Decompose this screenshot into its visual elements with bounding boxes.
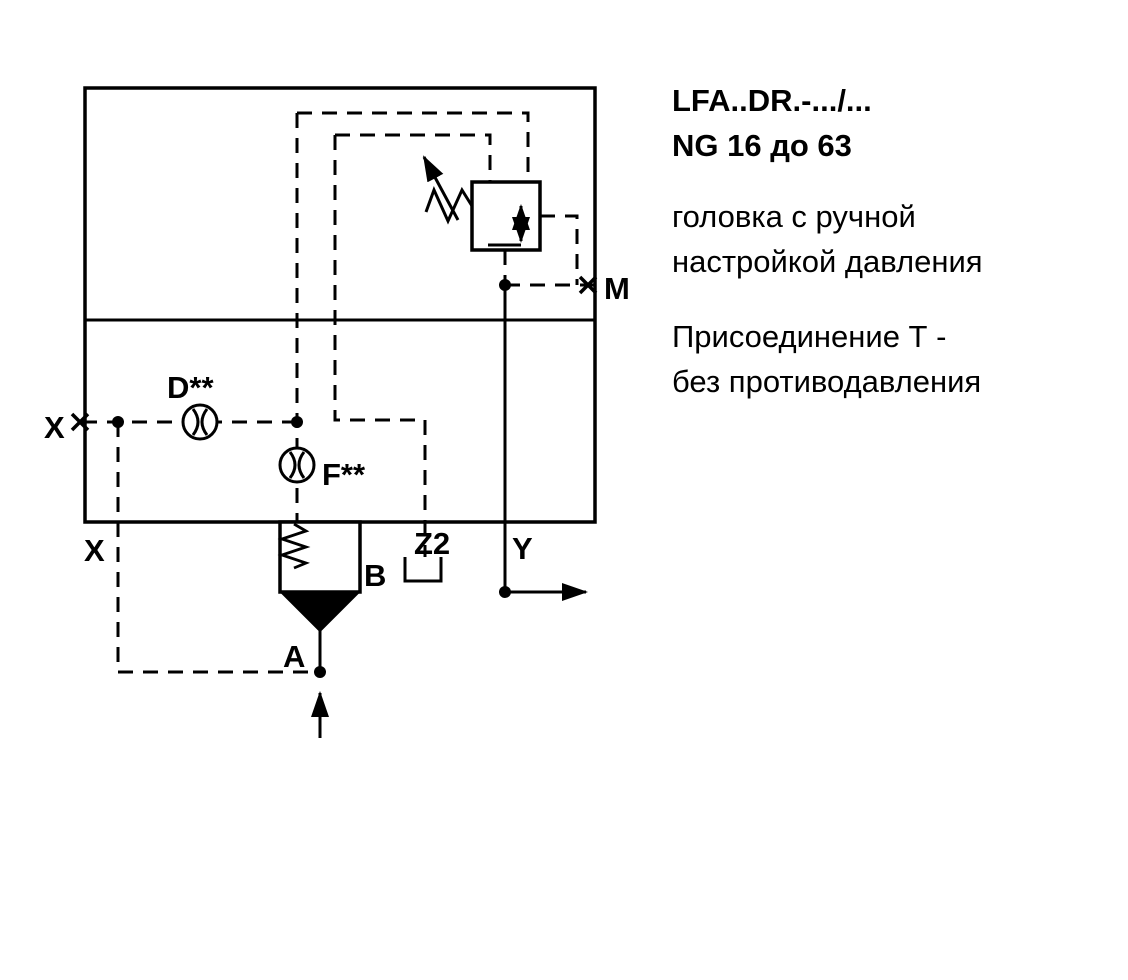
junction-dots <box>112 279 511 678</box>
label-port-x-bottom: X <box>84 533 105 568</box>
label-port-b: B <box>364 558 386 593</box>
note-line-2: без противодавления <box>672 364 982 399</box>
pilot-line-x-to-a <box>116 422 320 674</box>
orifice-f-symbol <box>278 446 316 484</box>
main-flow-lines <box>311 285 588 738</box>
label-port-x-left: X <box>44 410 65 445</box>
junction-dot <box>499 586 511 598</box>
orifice-d-throttle-arc-right <box>200 408 209 436</box>
poppet-seat-triangle <box>278 591 362 633</box>
z2-port-bracket <box>403 557 443 583</box>
junction-dot <box>314 666 326 678</box>
main-poppet-valve-symbol <box>277 520 362 633</box>
relief-valve-body <box>470 180 542 252</box>
main-valve-spring-icon <box>277 522 311 570</box>
note-paragraph: Присоединение Т - без противодавления <box>672 314 1112 404</box>
label-orifice-d: D** <box>167 370 214 405</box>
label-port-a: A <box>283 639 305 674</box>
description-paragraph: головка с ручной настройкой давления <box>672 194 1112 284</box>
orifice-d-symbol <box>181 403 219 441</box>
size-range: NG 16 до 63 <box>672 128 852 163</box>
relief-valve-outlet-line <box>540 214 579 285</box>
junction-dot <box>112 416 124 428</box>
adjustment-arrow-icon <box>422 155 460 221</box>
port-plug-x-icon <box>70 412 90 432</box>
orifice-d-circle <box>181 403 219 441</box>
pilot-line-top-inner <box>335 133 492 182</box>
label-port-z2: Z2 <box>414 526 450 561</box>
label-orifice-f: F** <box>322 457 366 492</box>
orifice-f-circle <box>278 446 316 484</box>
pilot-line-top-outer <box>297 111 530 182</box>
label-port-y: Y <box>512 531 533 566</box>
junction-dot <box>291 416 303 428</box>
adjustable-spring-icon <box>424 186 474 225</box>
junction-dot <box>499 279 511 291</box>
orifice-d-throttle-arc-left <box>191 408 200 436</box>
pilot-relief-valve-symbol <box>422 155 542 252</box>
orifice-f-throttle-arc-left <box>288 451 297 479</box>
x-plug-stroke-2 <box>70 412 90 432</box>
note-line-1: Присоединение Т - <box>672 319 947 354</box>
pilot-line-to-z2 <box>333 135 427 557</box>
orifice-f-throttle-arc-right <box>297 451 306 479</box>
port-plug-m-icon <box>578 275 598 295</box>
title-block: LFA..DR.-.../... NG 16 до 63 головка с р… <box>672 78 1112 404</box>
description-line-1: головка с ручной <box>672 199 916 234</box>
model-code: LFA..DR.-.../... <box>672 83 872 118</box>
description-line-2: настройкой давления <box>672 244 983 279</box>
m-plug-stroke-2 <box>578 275 598 295</box>
label-port-m: M <box>604 271 630 306</box>
